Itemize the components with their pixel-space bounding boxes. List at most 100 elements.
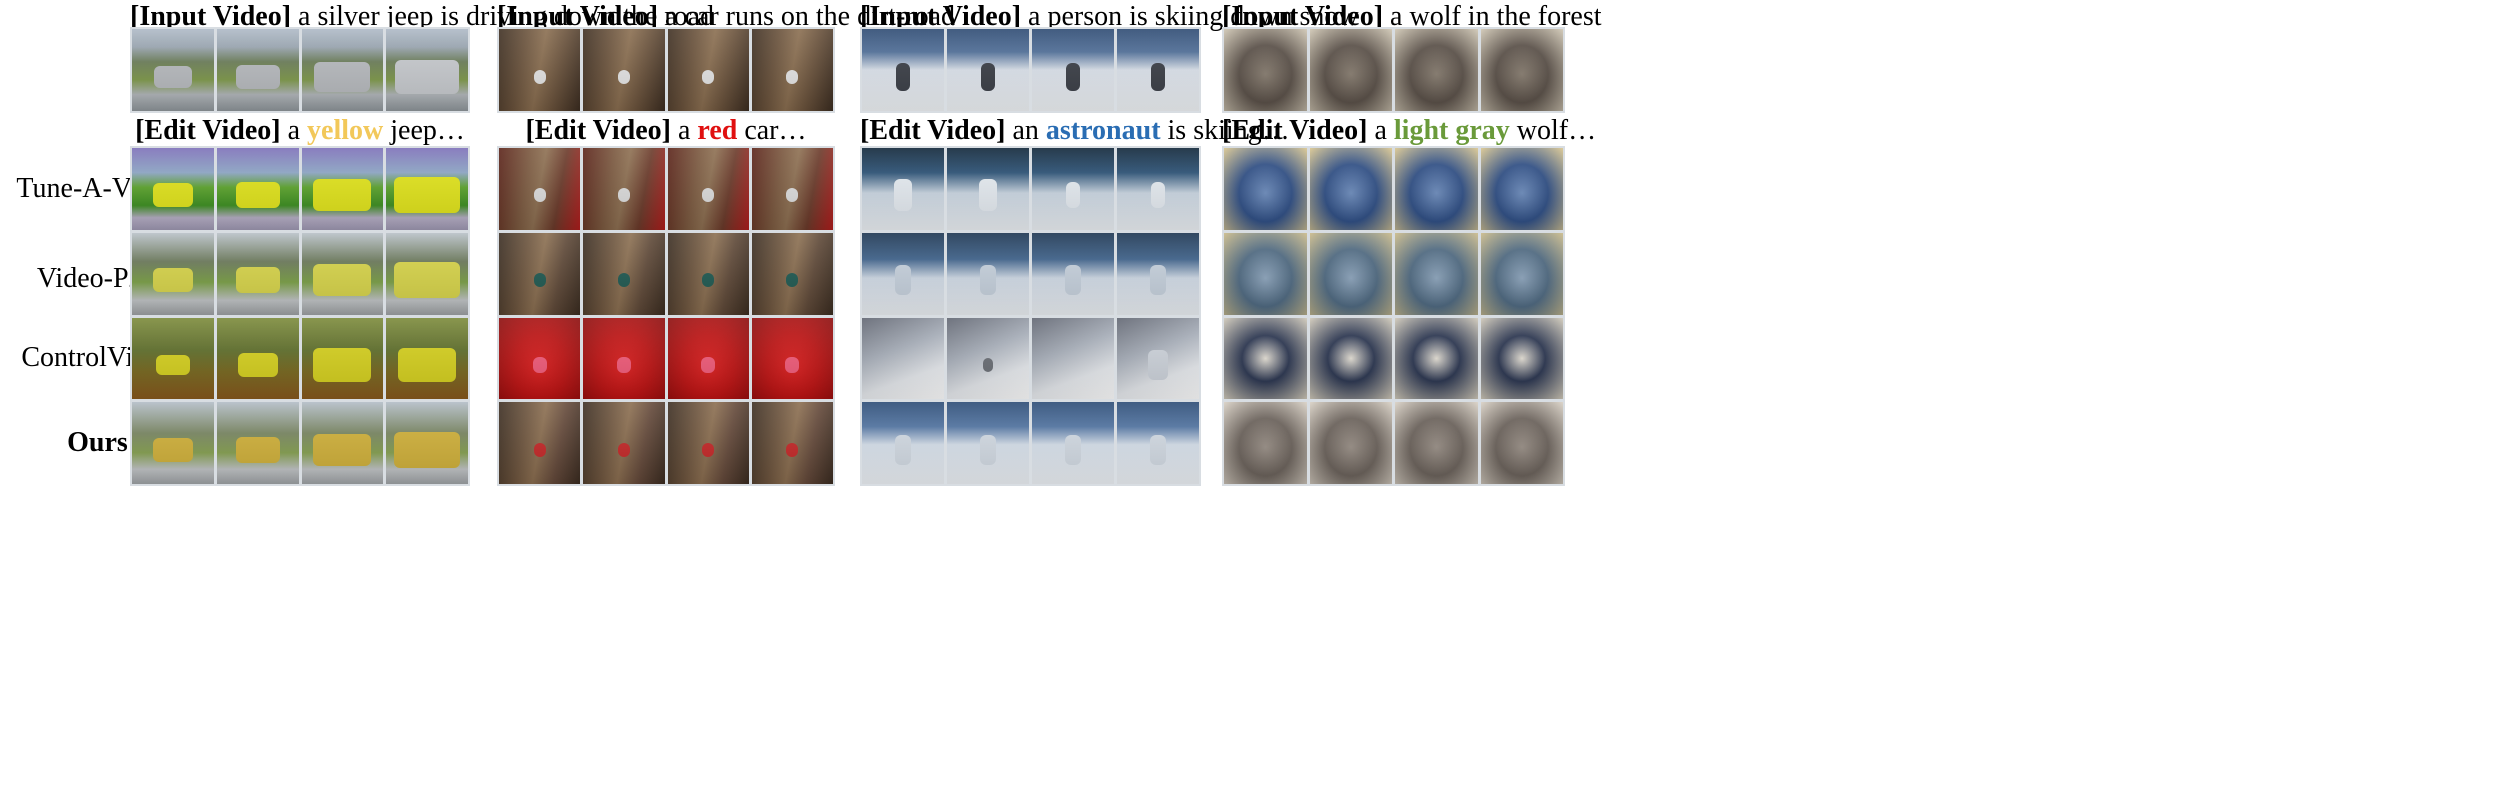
video-frame — [1224, 29, 1307, 111]
video-frame — [216, 317, 299, 400]
input-video-wolf — [1222, 27, 1565, 113]
input-caption-prefix: [Input Video] — [130, 1, 292, 32]
edit-caption-wolf: [Edit Video] a light gray wolf… — [1222, 115, 1597, 146]
video-frame — [132, 402, 214, 484]
video-frame — [667, 232, 749, 315]
video-frame — [862, 29, 944, 111]
video-frame — [1224, 232, 1307, 315]
video-frame — [751, 232, 833, 315]
video-frame — [1480, 402, 1563, 484]
video-frame — [386, 317, 468, 400]
video-frame — [862, 402, 944, 484]
video-frame — [667, 148, 749, 230]
video-frame — [1395, 232, 1478, 315]
video-frame — [947, 402, 1029, 484]
video-frame — [132, 29, 214, 111]
video-frame — [132, 232, 214, 315]
video-frame — [1480, 232, 1563, 315]
video-frame — [386, 148, 468, 230]
video-frame — [583, 148, 665, 230]
video-frame — [947, 317, 1029, 400]
video-frame — [216, 232, 299, 315]
input-video-jeep — [130, 27, 470, 113]
input-video-skier — [860, 27, 1201, 113]
edit-keyword-light-gray: light gray — [1393, 115, 1510, 146]
video-frame — [751, 317, 833, 400]
video-frame — [1309, 29, 1392, 111]
video-frame — [667, 402, 749, 484]
video-frame — [667, 317, 749, 400]
video-frame — [301, 402, 384, 484]
video-frame — [1395, 148, 1478, 230]
edit-results-car — [497, 146, 835, 486]
video-frame — [1309, 317, 1392, 400]
edit-keyword-yellow: yellow — [307, 115, 384, 146]
video-frame — [1309, 232, 1392, 315]
video-frame — [216, 402, 299, 484]
video-frame — [1117, 29, 1199, 111]
video-frame — [1480, 148, 1563, 230]
video-frame — [1117, 148, 1199, 230]
video-frame — [386, 232, 468, 315]
edit-keyword-red: red — [697, 115, 738, 146]
video-frame — [499, 317, 581, 400]
video-frame — [947, 232, 1029, 315]
video-frame — [1032, 29, 1114, 111]
edit-results-skier — [860, 146, 1201, 486]
video-frame — [216, 148, 299, 230]
video-frame — [1032, 317, 1114, 400]
video-frame — [386, 402, 468, 484]
video-frame — [499, 402, 581, 484]
video-frame — [751, 29, 833, 111]
video-frame — [301, 317, 384, 400]
video-frame — [947, 148, 1029, 230]
video-frame — [1117, 402, 1199, 484]
input-caption-wolf: [Input Video] a wolf in the forest — [1222, 1, 1602, 32]
video-frame — [862, 232, 944, 315]
video-frame — [301, 148, 384, 230]
video-frame — [301, 29, 384, 111]
video-frame — [1395, 317, 1478, 400]
input-caption-text: a silver jeep is driving down the road — [291, 1, 715, 32]
video-frame — [1117, 317, 1199, 400]
video-frame — [583, 317, 665, 400]
video-frame — [751, 148, 833, 230]
video-frame — [216, 29, 299, 111]
video-frame — [1032, 232, 1114, 315]
video-frame — [301, 232, 384, 315]
video-frame — [1395, 402, 1478, 484]
video-frame — [132, 317, 214, 400]
video-frame — [751, 402, 833, 484]
video-frame — [1480, 317, 1563, 400]
video-frame — [947, 29, 1029, 111]
video-frame — [386, 29, 468, 111]
video-frame — [1032, 402, 1114, 484]
video-frame — [1309, 402, 1392, 484]
input-video-car — [497, 27, 835, 113]
edit-caption-prefix: [Edit Video] — [135, 115, 281, 146]
video-frame — [1224, 402, 1307, 484]
edit-keyword-astronaut: astronaut — [1045, 115, 1161, 146]
video-frame — [1480, 29, 1563, 111]
video-frame — [583, 29, 665, 111]
video-frame — [1395, 29, 1478, 111]
input-caption-car: [Input Video] a car runs on the dirt-roa… — [497, 1, 956, 32]
edit-caption-jeep: [Edit Video] a yellow jeep… — [135, 115, 465, 146]
row-label-ours: Ours — [67, 427, 128, 458]
video-frame — [1224, 317, 1307, 400]
video-frame — [862, 317, 944, 400]
input-caption-skier: [Input Video] a person is skiing down sn… — [860, 1, 1359, 32]
video-frame — [499, 148, 581, 230]
video-frame — [583, 232, 665, 315]
video-frame — [1224, 148, 1307, 230]
video-frame — [132, 148, 214, 230]
edit-caption-skier: [Edit Video] an astronaut is skiing… — [860, 115, 1290, 146]
video-frame — [1117, 232, 1199, 315]
video-frame — [1309, 148, 1392, 230]
input-caption-jeep: [Input Video] a silver jeep is driving d… — [130, 0, 714, 34]
video-frame — [862, 148, 944, 230]
video-frame — [499, 232, 581, 315]
edit-results-wolf — [1222, 146, 1565, 486]
edit-results-jeep — [130, 146, 470, 486]
video-frame — [499, 29, 581, 111]
